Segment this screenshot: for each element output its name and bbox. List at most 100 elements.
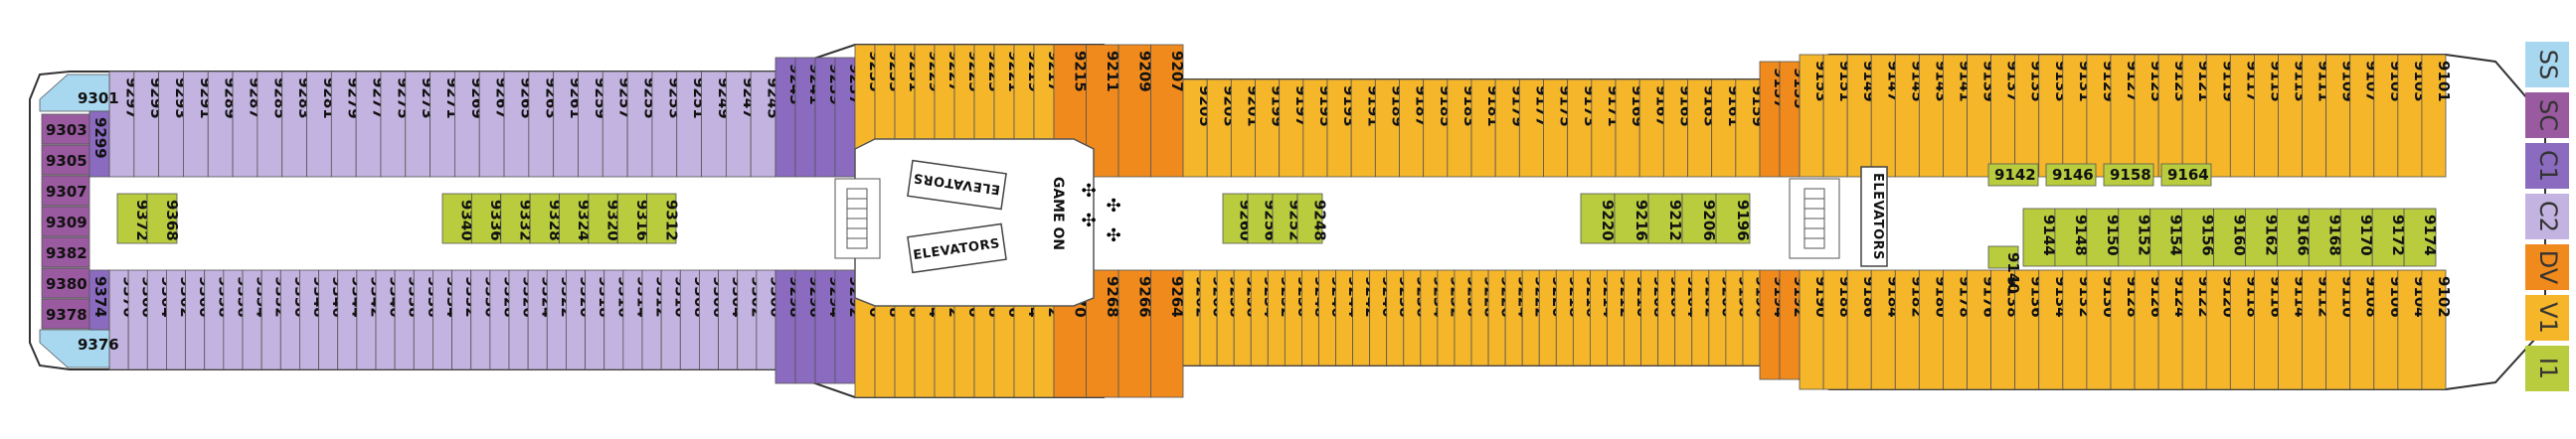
cabin-9193[interactable]: 9193: [1326, 78, 1358, 178]
cabin-9158[interactable]: 9158: [2103, 163, 2154, 187]
cabin-9173[interactable]: 9173: [1567, 78, 1599, 178]
cabin-9169[interactable]: 9169: [1615, 78, 1646, 178]
cabin-number: 9206: [1700, 200, 1718, 241]
cabin-9299[interactable]: 9299: [88, 110, 110, 178]
cabin-9248[interactable]: 9248: [1296, 193, 1329, 244]
cabin-9312[interactable]: 9312: [646, 193, 681, 244]
cabin-9142[interactable]: 9142: [1987, 163, 2039, 187]
cabin-9150[interactable]: 9150: [2086, 208, 2122, 267]
cabin-9264[interactable]: 9264: [1150, 269, 1186, 398]
cabin-9152[interactable]: 9152: [2118, 208, 2153, 267]
cabin-9160[interactable]: 9160: [2213, 208, 2249, 267]
cabin-9201[interactable]: 9201: [1230, 78, 1262, 178]
legend-label: DV: [2534, 250, 2562, 285]
cabin-9172[interactable]: 9172: [2371, 208, 2407, 267]
cabin-9265[interactable]: 9265: [503, 71, 535, 178]
cabin-9101[interactable]: 9101: [2421, 54, 2453, 178]
cabin-9118[interactable]: 9118: [2229, 269, 2261, 390]
game-icon-3: ✣: [1106, 196, 1120, 217]
cabin-9380[interactable]: 9380: [41, 267, 90, 299]
legend-i1: I1: [2525, 346, 2569, 391]
elevator-bank-fwd: [1860, 166, 1888, 267]
cabin-9301[interactable]: 9301: [39, 73, 119, 112]
cabin-9316[interactable]: 9316: [616, 193, 651, 244]
cabin-9163[interactable]: 9163: [1687, 78, 1719, 178]
cabin-9135[interactable]: 9135: [2014, 54, 2046, 178]
cabin-9332[interactable]: 9332: [500, 193, 535, 244]
cabin-9374[interactable]: 9374: [88, 269, 110, 331]
cabin-9196[interactable]: 9196: [1715, 193, 1752, 244]
cabin-9303[interactable]: 9303: [41, 113, 90, 145]
cabin-9124[interactable]: 9124: [2157, 269, 2189, 390]
cabin-9146[interactable]: 9146: [2045, 163, 2097, 187]
cabin-9249[interactable]: 9249: [701, 71, 733, 178]
cabin-9216[interactable]: 9216: [1614, 193, 1650, 244]
cabin-9309[interactable]: 9309: [41, 206, 90, 237]
cabin-number: 9301: [78, 89, 119, 107]
cabin-9382[interactable]: 9382: [41, 236, 90, 268]
cabin-9179[interactable]: 9179: [1494, 78, 1526, 178]
cabin-9115[interactable]: 9115: [2254, 54, 2285, 178]
cabin-9207[interactable]: 9207: [1150, 44, 1186, 178]
cabin-9162[interactable]: 9162: [2245, 208, 2280, 267]
cabin-number: 9376: [78, 336, 119, 354]
cabin-9164[interactable]: 9164: [2160, 163, 2212, 187]
cabin-9170[interactable]: 9170: [2339, 208, 2375, 267]
cabin-9320[interactable]: 9320: [588, 193, 622, 244]
cabin-number: 9152: [2136, 215, 2153, 256]
cabin-9151[interactable]: 9151: [1822, 54, 1854, 178]
cabin-9368[interactable]: 9368: [146, 193, 181, 244]
cabin-9266[interactable]: 9266: [1117, 269, 1153, 398]
cabin-9181[interactable]: 9181: [1470, 78, 1502, 178]
cabin-9168[interactable]: 9168: [2308, 208, 2343, 267]
cabin-9116[interactable]: 9116: [2254, 269, 2285, 390]
cabin-9336[interactable]: 9336: [470, 193, 505, 244]
cabin-9376[interactable]: 9376: [39, 329, 119, 368]
cabin-number: 9164: [2167, 166, 2209, 184]
cabin-9307[interactable]: 9307: [41, 175, 90, 207]
cabin-9148[interactable]: 9148: [2054, 208, 2090, 267]
cabin-number: 9309: [46, 214, 87, 231]
cabin-9178[interactable]: 9178: [1943, 269, 1974, 390]
cabin-9305[interactable]: 9305: [41, 144, 90, 176]
cabin-9102[interactable]: 9102: [2421, 269, 2453, 390]
cabin-9372[interactable]: 9372: [116, 193, 151, 244]
cabin-number: 9168: [2325, 215, 2343, 256]
cabin-9340[interactable]: 9340: [441, 193, 476, 244]
cabin-9154[interactable]: 9154: [2149, 208, 2185, 267]
cabin-9183[interactable]: 9183: [1447, 78, 1478, 178]
cabin-9182[interactable]: 9182: [1894, 269, 1926, 390]
cabin-9324[interactable]: 9324: [559, 193, 594, 244]
game-icon-2: ✣: [1081, 211, 1096, 231]
cabin-number: 9156: [2199, 215, 2217, 256]
cabin-9122[interactable]: 9122: [2181, 269, 2213, 390]
cabin-number: 9312: [662, 200, 680, 241]
cabin-9156[interactable]: 9156: [2181, 208, 2217, 267]
cabin-9206[interactable]: 9206: [1681, 193, 1718, 244]
cabin-number: 9102: [2435, 276, 2453, 318]
legend-label: C1: [2534, 150, 2562, 182]
cabin-9149[interactable]: 9149: [1846, 54, 1878, 178]
cabin-9267[interactable]: 9267: [478, 71, 511, 178]
cabin-9378[interactable]: 9378: [41, 298, 90, 330]
game-icon-1: ✣: [1081, 181, 1096, 202]
legend-label: C2: [2534, 201, 2562, 232]
cabin-9174[interactable]: 9174: [2403, 208, 2439, 267]
cabin-9212[interactable]: 9212: [1647, 193, 1684, 244]
cabin-9209[interactable]: 9209: [1117, 44, 1153, 178]
cabin-9211[interactable]: 9211: [1086, 44, 1121, 178]
legend-v1: V1: [2525, 295, 2569, 341]
cabin-9187[interactable]: 9187: [1399, 78, 1431, 178]
cabin-9110[interactable]: 9110: [2325, 269, 2357, 390]
cabin-9147[interactable]: 9147: [1870, 54, 1902, 178]
cabin-9166[interactable]: 9166: [2276, 208, 2312, 267]
cabin-9144[interactable]: 9144: [2022, 208, 2058, 267]
cabin-9161[interactable]: 9161: [1711, 78, 1743, 178]
cabin-9140[interactable]: 9140: [1987, 245, 2022, 294]
cabin-9220[interactable]: 9220: [1580, 193, 1617, 244]
cabin-9143[interactable]: 9143: [1918, 54, 1950, 178]
cabin-9328[interactable]: 9328: [529, 193, 564, 244]
cabin-9131[interactable]: 9131: [2062, 54, 2094, 178]
legend-c2: C2: [2525, 194, 2569, 239]
legend-sc: SC: [2525, 92, 2569, 138]
